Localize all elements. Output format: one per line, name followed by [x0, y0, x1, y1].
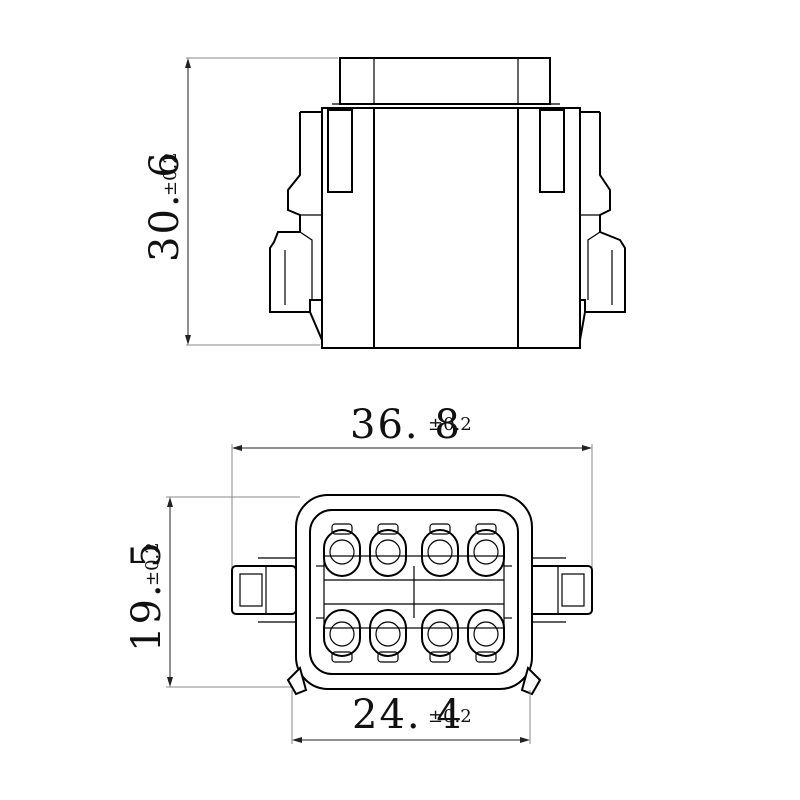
pin-row-top: [323, 523, 505, 577]
pin-cavity: [369, 609, 407, 663]
height-dimension-tolerance: ±0.2: [160, 152, 181, 196]
pin-cavity: [323, 523, 361, 577]
left-latch: [231, 557, 297, 623]
depth-dimension-value: 19. 5: [124, 540, 170, 652]
side-view: [269, 57, 626, 349]
depth-dimension-tolerance: ±0.2: [142, 542, 163, 586]
front-view: [231, 494, 593, 696]
right-latch: [527, 557, 593, 623]
body-width-dimension: 24. 4 ±0.2: [291, 690, 531, 744]
pin-row-bottom: [323, 609, 505, 663]
body-width-value: 24. 4: [352, 692, 464, 738]
pin-cavity: [421, 609, 459, 663]
overall-width-dimension: 36. 8 ±0.2: [231, 402, 593, 570]
pin-cavity: [467, 609, 505, 663]
pin-cavity: [369, 523, 407, 577]
overall-width-value: 36. 8: [350, 402, 462, 448]
height-dimension-value: 30. 6: [142, 150, 188, 262]
pin-cavity: [421, 523, 459, 577]
depth-dimension: 19. 5 ±0.2: [124, 496, 300, 688]
pin-cavity: [467, 523, 505, 577]
body-width-tolerance: ±0.2: [428, 706, 472, 727]
pin-cavity: [323, 609, 361, 663]
overall-width-tolerance: ±0.2: [428, 414, 472, 435]
height-dimension: 30. 6 ±0.2: [142, 57, 338, 346]
